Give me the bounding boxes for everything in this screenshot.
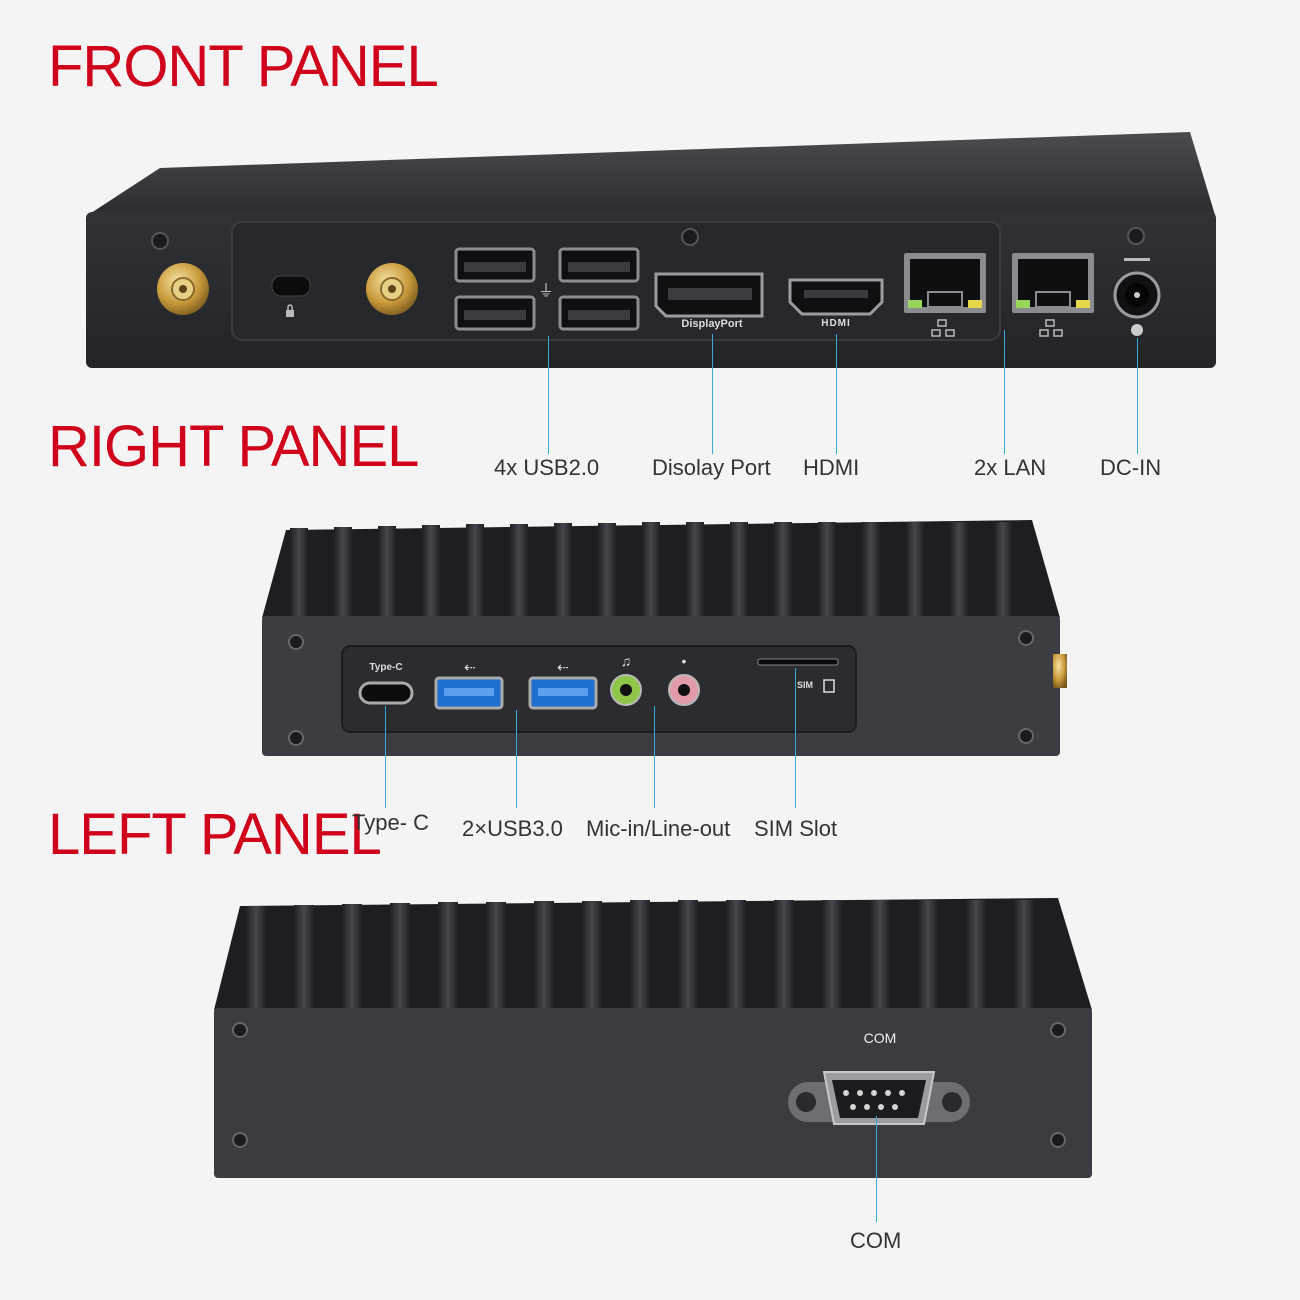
callout-type-c: Type- C xyxy=(352,810,430,835)
type-c-port xyxy=(358,681,414,705)
callout-hdmi: HDMI xyxy=(803,455,860,480)
callout-lan: 2x LAN xyxy=(974,455,1047,480)
type-c-label: Type-C xyxy=(369,662,403,673)
heatsink-fins xyxy=(290,522,1012,618)
callout-sim: SIM Slot xyxy=(754,816,838,841)
usb3-ports xyxy=(434,676,598,710)
microphone-icon: • xyxy=(682,653,687,669)
antenna-connector-icon xyxy=(157,263,418,315)
leader-sim xyxy=(795,668,796,808)
callout-com: COM xyxy=(850,1228,902,1253)
leader-hdmi xyxy=(836,334,837,454)
callout-audio: Mic-in/Line-out xyxy=(586,816,731,841)
lan-ports xyxy=(904,253,1094,313)
leader-lan xyxy=(1004,330,1005,454)
usb-symbol-icon: ⏚ xyxy=(538,282,554,300)
lock-slot-icon xyxy=(271,275,311,297)
callout-usb2: 4x USB2.0 xyxy=(494,455,600,480)
callout-dcin: DC-IN xyxy=(1100,455,1162,480)
dc-in-port xyxy=(1113,271,1161,319)
right-panel-title: RIGHT PANEL xyxy=(48,414,419,479)
callout-displayport: Disolay Port xyxy=(652,455,771,480)
sim-label: SIM xyxy=(796,680,813,690)
leader-usb xyxy=(548,336,549,454)
leader-type-c xyxy=(385,706,386,808)
audio-jacks xyxy=(610,674,700,706)
displayport-label: DisplayPort xyxy=(681,318,743,330)
front-panel-title: FRONT PANEL xyxy=(48,34,439,99)
leader-audio xyxy=(654,706,655,808)
left-panel-title: LEFT PANEL xyxy=(48,802,382,867)
com-port-label: COM xyxy=(863,1030,897,1046)
leader-usb3 xyxy=(516,710,517,808)
callout-usb3: 2×USB3.0 xyxy=(462,816,563,841)
leader-displayport xyxy=(712,334,713,454)
leader-dcin xyxy=(1137,338,1138,454)
hdmi-label: HDMI xyxy=(821,318,851,329)
com-port xyxy=(788,1071,970,1125)
usb-symbol-icon: ⇠ xyxy=(557,659,569,675)
sim-slot xyxy=(757,658,839,666)
screw-icon xyxy=(151,227,1145,250)
leader-com xyxy=(876,1116,877,1222)
heatsink-fins xyxy=(246,900,1034,1010)
usb2-ports xyxy=(454,247,640,331)
usb-symbol-icon: ⇠ xyxy=(464,659,476,675)
network-icon xyxy=(931,319,1063,337)
headphone-icon: ♫ xyxy=(621,653,632,669)
